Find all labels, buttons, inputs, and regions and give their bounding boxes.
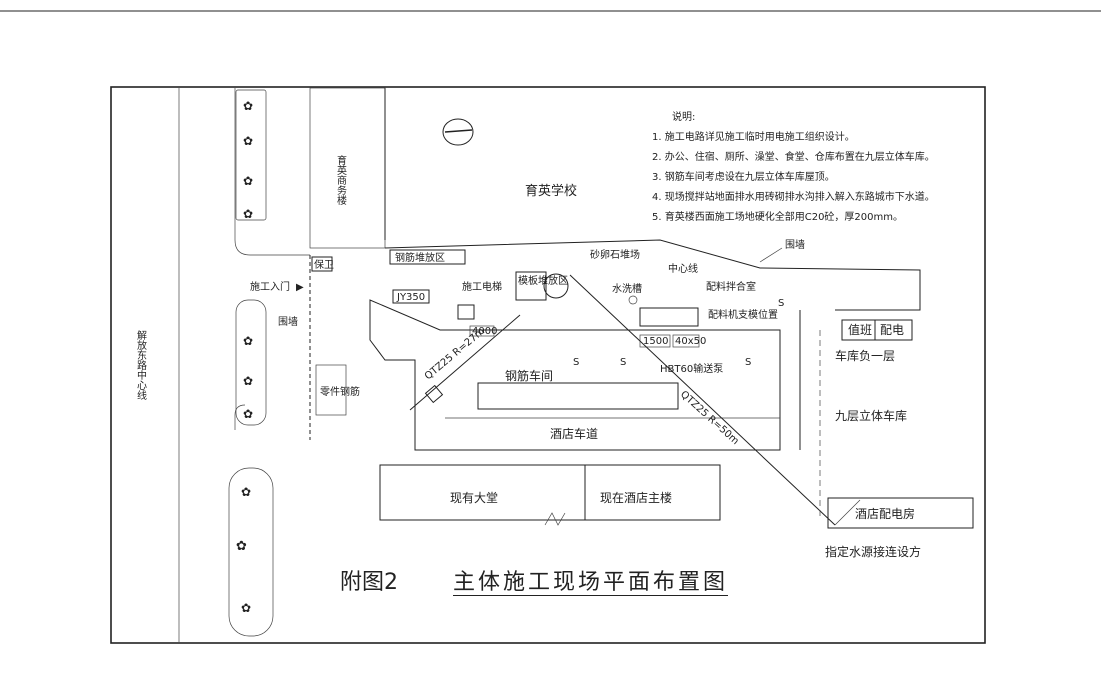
north-building-strip [309,87,386,249]
box-1500-label: 1500 [643,336,668,347]
guard-house-label: 保卫 [314,258,334,271]
hall-label: 现有大堂 [450,491,498,505]
wall-leader [759,247,783,263]
entrance-label: 施工入门 [250,280,290,293]
supply-line-mark: S [778,298,784,309]
small-box [469,325,495,337]
planter-top [235,89,267,221]
duty-label: 值班 [848,322,872,337]
existing-buildings [379,464,721,521]
guard-house [311,256,333,272]
box-40x50-label: 40x50 [675,336,706,347]
elevator-label: 施工电梯 [462,280,502,293]
pump-label: HBT60输送泵 [660,362,723,375]
entrance-arrow-icon: ▶ [296,282,304,293]
notes-title: 说明: [672,112,696,123]
notes-item-3: 3. 钢筋车间考虑设在九层立体车库屋顶。 [652,172,835,183]
planter-middle [235,299,267,426]
caption-figure: 附图2 [340,570,398,595]
duty-power-room [841,319,913,341]
mix-room-box [639,307,699,327]
hotel-power-room-label: 酒店配电房 [855,506,915,521]
mixer-position-label: 配料机支模位置 [708,308,778,321]
road-curve-upper [234,239,310,256]
supply-line-mark: S [745,357,751,368]
main-building-label: 现在酒店主楼 [600,490,672,505]
break-mark [544,512,566,526]
road-curve-lower [234,404,246,430]
rebar-shed [477,382,679,410]
side-shop-label: 零件钢筋 [320,385,360,398]
flower-icon: ✿ [243,374,253,388]
formwork-yard [515,271,547,301]
notes-item-2: 2. 办公、住宿、厕所、澡堂、食堂、仓库布置在九层立体车库。 [652,152,935,163]
flower-icon: ✿ [241,601,251,615]
supply-line-mark: S [573,357,579,368]
formwork-yard-label: 模板堆放区 [518,274,568,287]
caption: 附图2 主体施工现场平面布置图 [340,564,729,596]
flower-icon: ✿ [243,134,253,148]
north-arrow-icon [442,118,474,146]
power-label: 配电 [880,323,904,337]
flower-icon: ✿ [243,207,253,221]
wall-label: 围墙 [785,238,805,251]
box-40x50 [672,334,700,348]
planter-bottom [228,467,274,637]
sand-yard-label: 砂卵石堆场 [590,248,640,261]
steel-yard [389,249,466,265]
caption-title: 主体施工现场平面布置图 [453,570,729,596]
mix-room-label: 配料拌合室 [706,280,756,293]
north-arrow-needle [444,129,473,133]
water-source-label: 指定水源接连设方 [825,544,921,559]
tower-crane-label: JY350 [396,292,425,303]
site-boundary-north [384,88,921,311]
wash-pool-icon [628,295,638,305]
supply-line-mark: S [620,357,626,368]
hotel-power-room [827,497,974,529]
notes-item-4: 4. 现场搅拌站地面排水用砖砌排水沟排入解入东路城市下水道。 [652,192,935,203]
flower-icon: ✿ [243,407,253,421]
mixer-icon [543,273,569,299]
school-label: 育英学校 [525,183,577,199]
center-label: 中心线 [668,262,698,275]
flower-icon: ✿ [243,99,253,113]
notes-item-1: 1. 施工电路详见施工临时用电施工组织设计。 [652,132,855,143]
garage-b1-label: 车库负一层 [835,348,895,363]
hotel-lane-label: 酒店车道 [550,426,598,441]
small-box-label: 4000 [472,326,497,337]
working-area-outline [369,299,781,451]
rebar-shed-label: 钢筋车间 [505,368,553,383]
notes-item-5: 5. 育英楼西面施工场地硬化全部用C20砼，厚200mm。 [652,212,903,223]
crane-radius-line-1 [409,314,521,411]
tower-crane-tag [392,289,430,304]
flower-icon: ✿ [243,174,253,188]
fence-gate-label: 围墙 [278,315,298,328]
side-shop [315,364,347,416]
crane-marker [424,384,444,404]
elevator-box [457,304,475,320]
road-centerline-label: 解放东路中心线 [135,329,147,400]
flower-icon: ✿ [243,334,253,348]
notes-panel: 说明: 1. 施工电路详见施工临时用电施工组织设计。 2. 办公、住宿、厕所、澡… [652,108,972,228]
garage-9-label: 九层立体车库 [835,408,907,423]
flower-icon: ✿ [241,485,251,499]
flower-icon: ✿ [236,539,247,554]
wash-pool-label: 水洗槽 [612,282,642,295]
crane-radius-line-2 [569,274,836,526]
steel-yard-label: 钢筋堆放区 [395,251,445,264]
north-building-label: 育英商务楼 [335,154,347,206]
crane-radius-label-1: QTZ25 R=27m [423,326,487,382]
drawing-frame [110,86,986,644]
power-room-pointer [834,499,861,526]
